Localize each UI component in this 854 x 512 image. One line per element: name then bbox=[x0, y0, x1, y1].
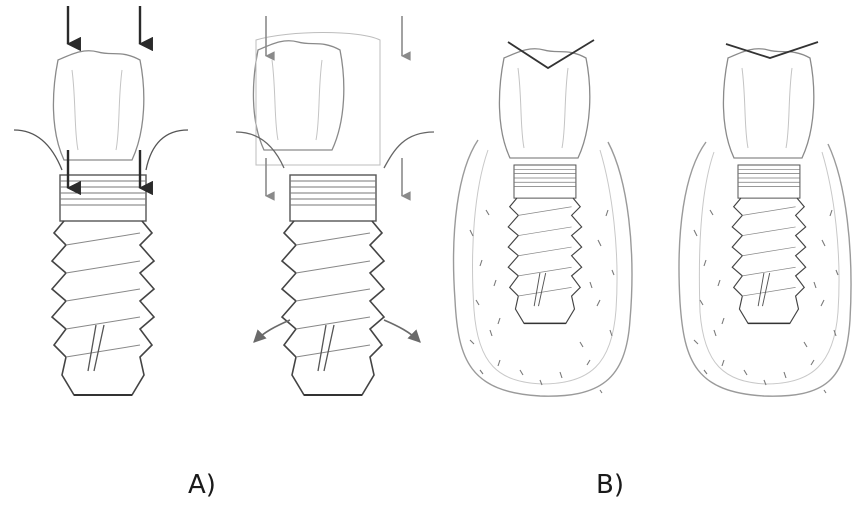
panel-a-implant-force-distribution bbox=[236, 16, 434, 395]
panel-a-label: A) bbox=[188, 470, 216, 500]
panel-b-implant-in-bone-1 bbox=[454, 40, 632, 396]
panel-a-implant-axial-load bbox=[14, 6, 188, 395]
panel-b-implant-in-bone-2 bbox=[679, 42, 851, 396]
panel-b-label: B) bbox=[596, 470, 624, 500]
